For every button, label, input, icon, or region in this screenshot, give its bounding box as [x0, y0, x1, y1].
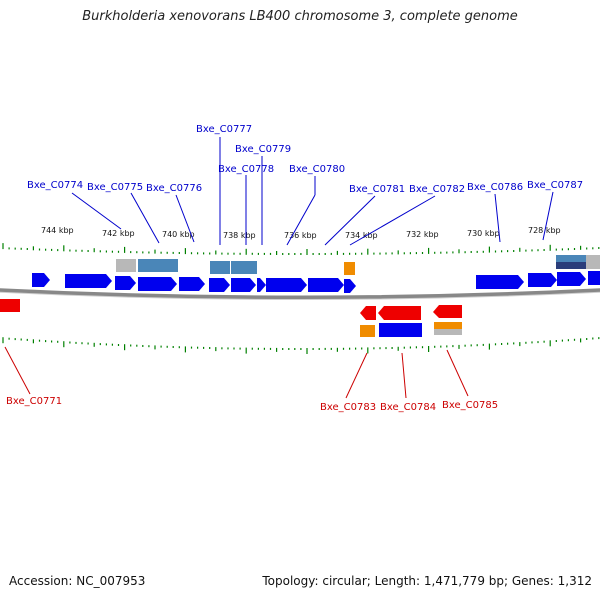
forward-gene[interactable] — [115, 276, 136, 290]
ruler-label: 730 kbp — [467, 229, 500, 238]
gene-label-bxe-c0786[interactable]: Bxe_C0786 — [467, 182, 523, 193]
domain-box — [556, 255, 586, 262]
domain-box — [586, 255, 600, 269]
ruler-ticks-top — [2, 243, 600, 255]
gene-label-bxe-c0777[interactable]: Bxe_C0777 — [196, 124, 252, 135]
gene-label-bxe-c0779[interactable]: Bxe_C0779 — [235, 144, 291, 155]
gene-label-bxe-c0771[interactable]: Bxe_C0771 — [6, 396, 62, 407]
reverse-gene-track — [0, 299, 462, 320]
gene-label-bxe-c0781[interactable]: Bxe_C0781 — [349, 184, 405, 195]
gene-label-bxe-c0780[interactable]: Bxe_C0780 — [289, 164, 345, 175]
gene-label-bxe-c0782[interactable]: Bxe_C0782 — [409, 184, 465, 195]
domain-track-reverse — [360, 322, 462, 337]
forward-gene[interactable] — [32, 273, 50, 287]
domain-box — [360, 325, 375, 337]
gene-label-bxe-c0785[interactable]: Bxe_C0785 — [442, 400, 498, 411]
forward-callout-lines — [71, 137, 554, 246]
gene-label-bxe-c0783[interactable]: Bxe_C0783 — [320, 402, 376, 413]
reverse-gene[interactable] — [433, 305, 462, 318]
reverse-callout-lines — [4, 346, 469, 399]
gene-label-bxe-c0774[interactable]: Bxe_C0774 — [27, 180, 83, 191]
forward-gene[interactable] — [266, 278, 307, 292]
domain-box — [116, 259, 136, 272]
domain-box — [138, 259, 178, 272]
accession-text: Accession: NC_007953 — [9, 574, 146, 588]
gene-label-bxe-c0778[interactable]: Bxe_C0778 — [218, 164, 274, 175]
forward-gene[interactable] — [344, 279, 356, 293]
forward-gene[interactable] — [231, 278, 256, 292]
domain-box — [556, 262, 586, 269]
domain-box — [379, 323, 422, 337]
domain-box — [434, 329, 462, 335]
genome-summary-text: Topology: circular; Length: 1,471,779 bp… — [262, 574, 592, 588]
gene-label-bxe-c0787[interactable]: Bxe_C0787 — [527, 180, 583, 191]
ruler-label: 738 kbp — [223, 231, 256, 240]
forward-gene[interactable] — [476, 275, 524, 289]
forward-gene[interactable] — [588, 271, 600, 285]
ruler-label: 742 kbp — [102, 229, 135, 238]
ruler-label: 740 kbp — [162, 230, 195, 239]
ruler-label: 736 kbp — [284, 231, 317, 240]
map-title: Burkholderia xenovorans LB400 chromosome… — [82, 9, 518, 24]
ruler-label: 728 kbp — [528, 226, 561, 235]
forward-gene-labels: Bxe_C0774 Bxe_C0775 Bxe_C0776 Bxe_C0777 … — [27, 124, 583, 195]
reverse-gene[interactable] — [360, 306, 376, 320]
reverse-gene[interactable] — [0, 299, 20, 312]
domain-box — [434, 322, 462, 329]
forward-gene[interactable] — [257, 278, 266, 292]
ruler-label: 744 kbp — [41, 226, 74, 235]
ruler-label: 734 kbp — [345, 231, 378, 240]
reverse-gene[interactable] — [378, 306, 421, 320]
forward-gene[interactable] — [65, 274, 112, 288]
forward-gene[interactable] — [528, 273, 557, 287]
domain-box — [210, 261, 230, 274]
forward-gene[interactable] — [138, 277, 177, 291]
domain-box — [231, 261, 257, 274]
ruler-ticks-bottom — [2, 337, 600, 354]
forward-gene[interactable] — [557, 272, 586, 286]
reverse-gene-labels: Bxe_C0771 Bxe_C0783 Bxe_C0784 Bxe_C0785 — [6, 396, 498, 413]
ruler-labels: 744 kbp 742 kbp 740 kbp 738 kbp 736 kbp … — [41, 226, 561, 240]
ruler-label: 732 kbp — [406, 230, 439, 239]
domain-track-forward — [116, 255, 600, 275]
gene-label-bxe-c0775[interactable]: Bxe_C0775 — [87, 182, 143, 193]
gene-label-bxe-c0784[interactable]: Bxe_C0784 — [380, 402, 436, 413]
gene-label-bxe-c0776[interactable]: Bxe_C0776 — [146, 183, 202, 194]
domain-box — [344, 262, 355, 275]
forward-gene[interactable] — [179, 277, 205, 291]
forward-gene[interactable] — [308, 278, 344, 292]
forward-gene[interactable] — [209, 278, 230, 292]
forward-gene-track — [32, 271, 600, 293]
genome-backbone — [0, 288, 600, 300]
